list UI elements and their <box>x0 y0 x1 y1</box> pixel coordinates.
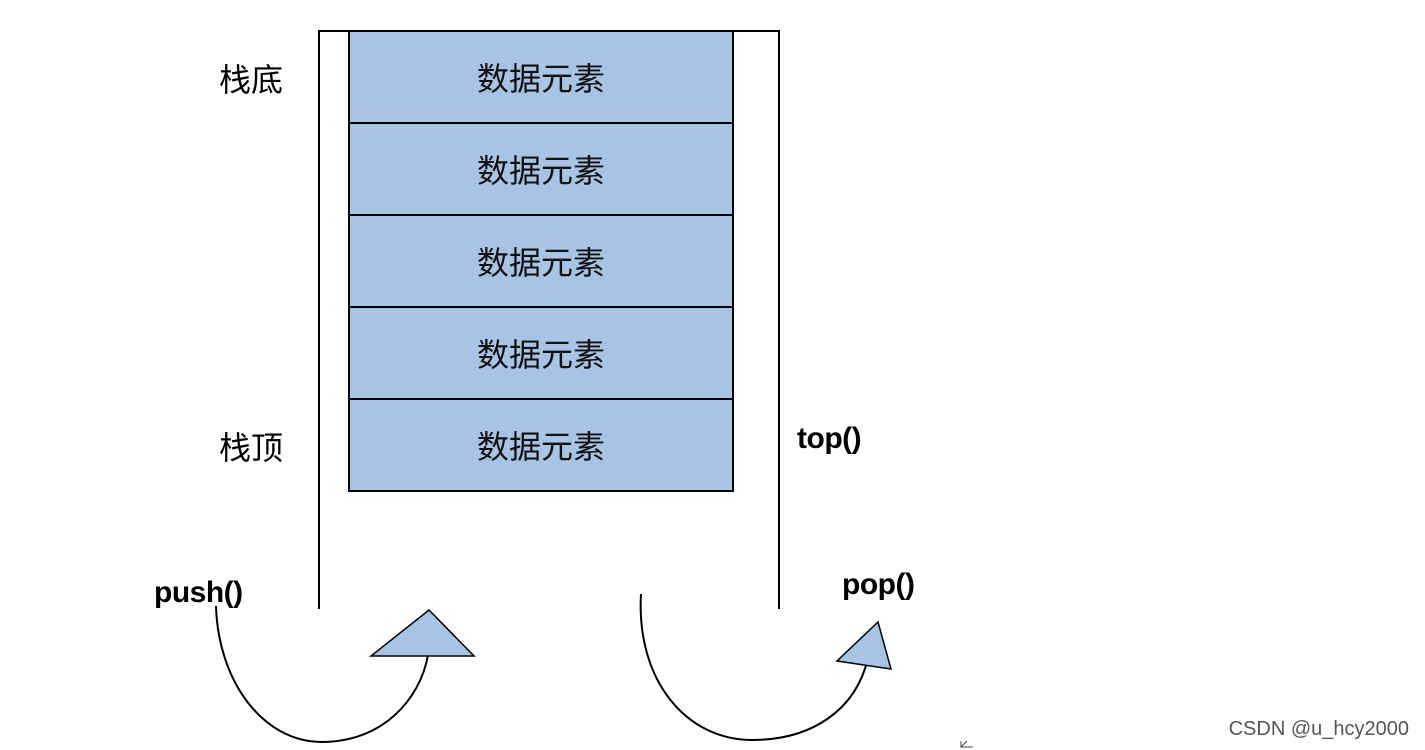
stack-element-label: 数据元素 <box>476 60 605 98</box>
push-operation-label: push() <box>154 576 243 609</box>
pop-arrow-icon <box>639 593 893 742</box>
stack-cells <box>348 30 734 492</box>
watermark: CSDN @u_hcy2000 <box>1228 718 1409 740</box>
stack-top-label: 栈顶 <box>219 429 284 467</box>
push-arrow-icon <box>215 605 476 744</box>
stray-mark <box>960 740 973 749</box>
stack-cell <box>348 306 734 400</box>
pop-operation-label: pop() <box>842 568 915 601</box>
stack-element-label: 数据元素 <box>476 152 605 190</box>
top-operation-label: top() <box>797 422 862 455</box>
stack-element-label: 数据元素 <box>476 336 605 374</box>
stack-cell <box>348 398 734 492</box>
stack-bottom-label: 栈底 <box>219 61 284 99</box>
stack-element-label: 数据元素 <box>476 244 605 282</box>
stack-element-label: 数据元素 <box>476 428 605 466</box>
stack-cell <box>348 122 734 216</box>
